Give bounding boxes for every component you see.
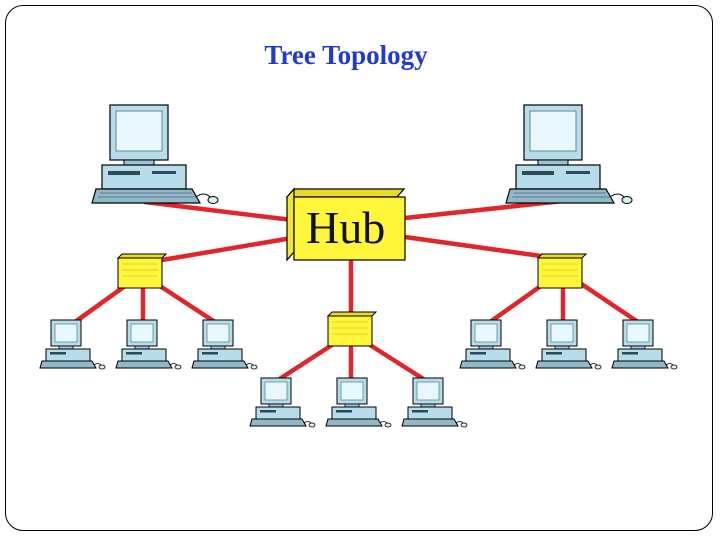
left-switch-icon	[118, 254, 166, 288]
center-group-computer-2-icon	[326, 378, 391, 427]
left-group-computer-3-icon	[192, 320, 257, 369]
cable-center-switch-to-pc-3	[370, 345, 425, 380]
hub-label: Hub	[306, 202, 385, 253]
cable-hub-to-left-switch	[150, 238, 292, 262]
right-group-computer-3-icon	[612, 320, 677, 369]
center-switch-icon	[328, 312, 376, 346]
central-hub: Hub	[287, 189, 405, 260]
right-group-computer-1-icon	[460, 320, 525, 369]
center-group-computer-1-icon	[250, 378, 315, 427]
top-right-computer-icon	[506, 105, 632, 204]
left-group-computer-1-icon	[40, 320, 105, 369]
right-switch-icon	[538, 254, 586, 288]
cable-hub-to-right-switch	[405, 237, 548, 257]
left-group-computer-2-icon	[116, 320, 181, 369]
cable-right-switch-to-pc-3	[580, 283, 638, 322]
right-group-computer-2-icon	[536, 320, 601, 369]
cable-center-switch-to-pc-1	[278, 345, 332, 380]
top-left-computer-icon	[92, 105, 218, 204]
cable-right-switch-to-pc-1	[490, 283, 545, 322]
cable-left-switch-to-pc-1	[75, 286, 125, 322]
cable-left-switch-to-pc-3	[160, 286, 215, 322]
cable-hub-to-top-left-computer	[145, 202, 292, 220]
center-group-computer-3-icon	[402, 378, 467, 427]
